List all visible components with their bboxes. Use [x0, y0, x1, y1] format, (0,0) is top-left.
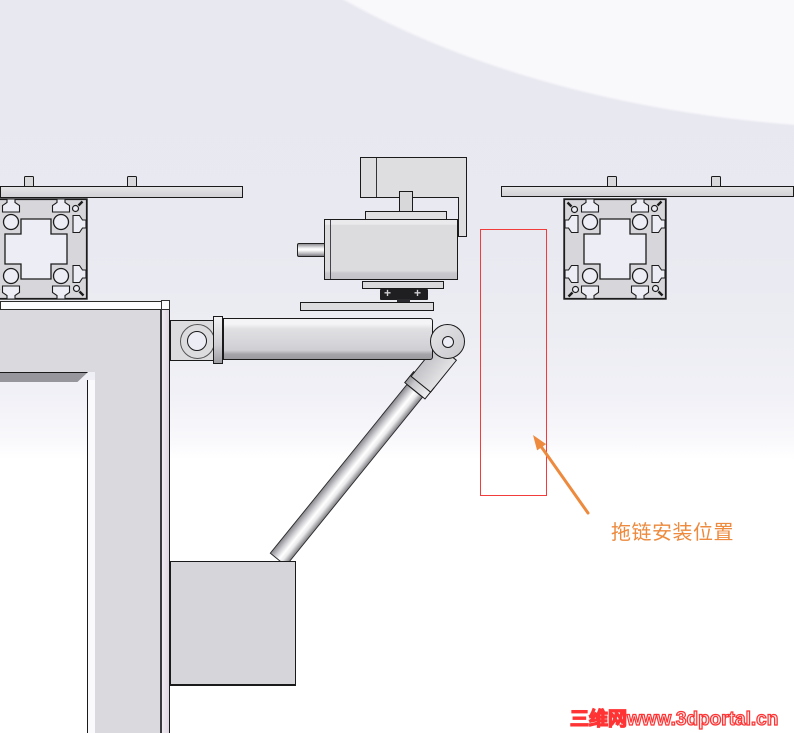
- actuator-collar[interactable]: [213, 316, 223, 364]
- motor-top-stem[interactable]: [399, 191, 413, 212]
- motor-mount-bracket[interactable]: [360, 157, 467, 198]
- clevis-arc-line: [180, 324, 213, 359]
- mounting-plate-left[interactable]: [0, 186, 243, 198]
- motor-body[interactable]: [324, 219, 458, 280]
- frame-column-inner-face[interactable]: [87, 380, 95, 733]
- annotation-label[interactable]: 拖链安装位置: [611, 522, 734, 544]
- frame-inner-corner-shadow: [0, 372, 88, 382]
- aluminium-extrusion-left[interactable]: [0, 198, 88, 301]
- clevis-pin-hole: [187, 331, 207, 351]
- frame-column-face[interactable]: [95, 372, 160, 733]
- actuator-left-clevis[interactable]: [170, 320, 214, 361]
- coupling-clamp[interactable]: + +: [380, 286, 428, 300]
- actuator-cylinder-body[interactable]: [223, 318, 433, 360]
- aluminium-extrusion-right[interactable]: [563, 198, 667, 300]
- frame-beam-face[interactable]: [0, 310, 162, 372]
- base-block[interactable]: [170, 561, 296, 686]
- frame-column-side-face[interactable]: [162, 310, 170, 733]
- clevis-pin-hole: [442, 336, 454, 348]
- mounting-plate-right[interactable]: [501, 186, 794, 197]
- motor-shaft[interactable]: [297, 243, 325, 257]
- bolt-stud[interactable]: [607, 176, 617, 187]
- coupling-clamp-tab: [397, 299, 410, 304]
- cross-screw-icon: +: [384, 286, 392, 300]
- bolt-stud[interactable]: [711, 176, 721, 187]
- bolt-stud[interactable]: [127, 176, 137, 187]
- cross-screw-icon: +: [414, 286, 422, 300]
- motor-mount-bracket-leg[interactable]: [458, 197, 467, 237]
- frame-beam-corner: [161, 300, 170, 310]
- frame-column-edge-line: [160, 310, 162, 733]
- adapter-plate[interactable]: [300, 302, 434, 311]
- bolt-stud[interactable]: [24, 176, 34, 187]
- frame-beam-top-face[interactable]: [0, 301, 170, 310]
- watermark-text: 三维网www.3dportal.cn: [569, 708, 779, 730]
- highlight-rectangle[interactable]: [480, 229, 547, 496]
- motor-bottom-flange[interactable]: [362, 281, 444, 289]
